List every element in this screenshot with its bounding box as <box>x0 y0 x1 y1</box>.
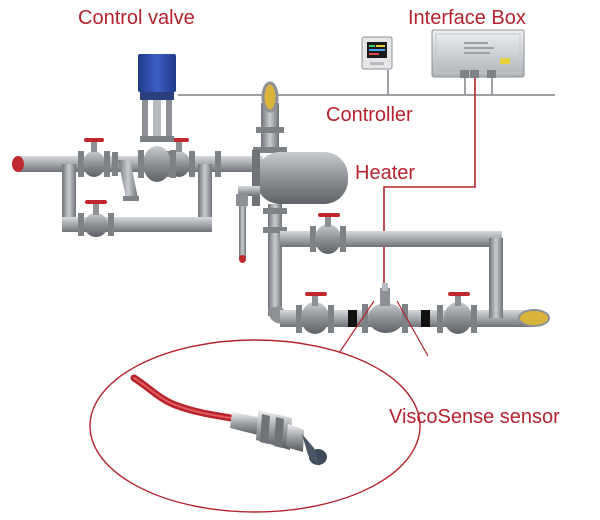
outlet-pipe-end <box>518 309 550 327</box>
valve-handle-icon <box>448 292 470 296</box>
warning-label-icon <box>500 58 510 64</box>
gasket <box>421 310 430 327</box>
gasket <box>348 310 357 327</box>
sensor-label: ViscoSense sensor <box>389 406 560 428</box>
actuator-icon <box>138 54 176 92</box>
vent-pipe-end <box>261 81 279 113</box>
inlet-isolation-valve <box>78 138 110 177</box>
heater-label: Heater <box>355 162 416 184</box>
strainer <box>112 152 139 201</box>
inlet-pipe-end <box>12 156 24 172</box>
control-valve-label: Control valve <box>78 7 195 29</box>
heater-drain <box>236 186 260 263</box>
valve-handle-icon <box>84 138 104 142</box>
valve-handle-icon <box>318 213 340 217</box>
valve-handle-icon <box>85 200 107 204</box>
sensor-housing <box>362 283 408 333</box>
viscosense-sensor-icon <box>130 374 327 466</box>
loop-bypass-valve <box>310 213 346 254</box>
heater-vessel <box>252 81 348 244</box>
interface-box <box>431 29 525 78</box>
control-valve <box>138 54 176 182</box>
controller-label: Controller <box>326 104 413 126</box>
interface-box-label: Interface Box <box>408 7 526 29</box>
valve-handle-icon <box>305 292 327 296</box>
pipe-flange <box>215 151 221 177</box>
sensor-inlet-valve <box>296 292 334 334</box>
sensor-callout <box>89 300 429 513</box>
controller-device <box>361 36 393 70</box>
bypass-valve <box>78 200 114 237</box>
sensor-outlet-valve <box>437 292 477 334</box>
